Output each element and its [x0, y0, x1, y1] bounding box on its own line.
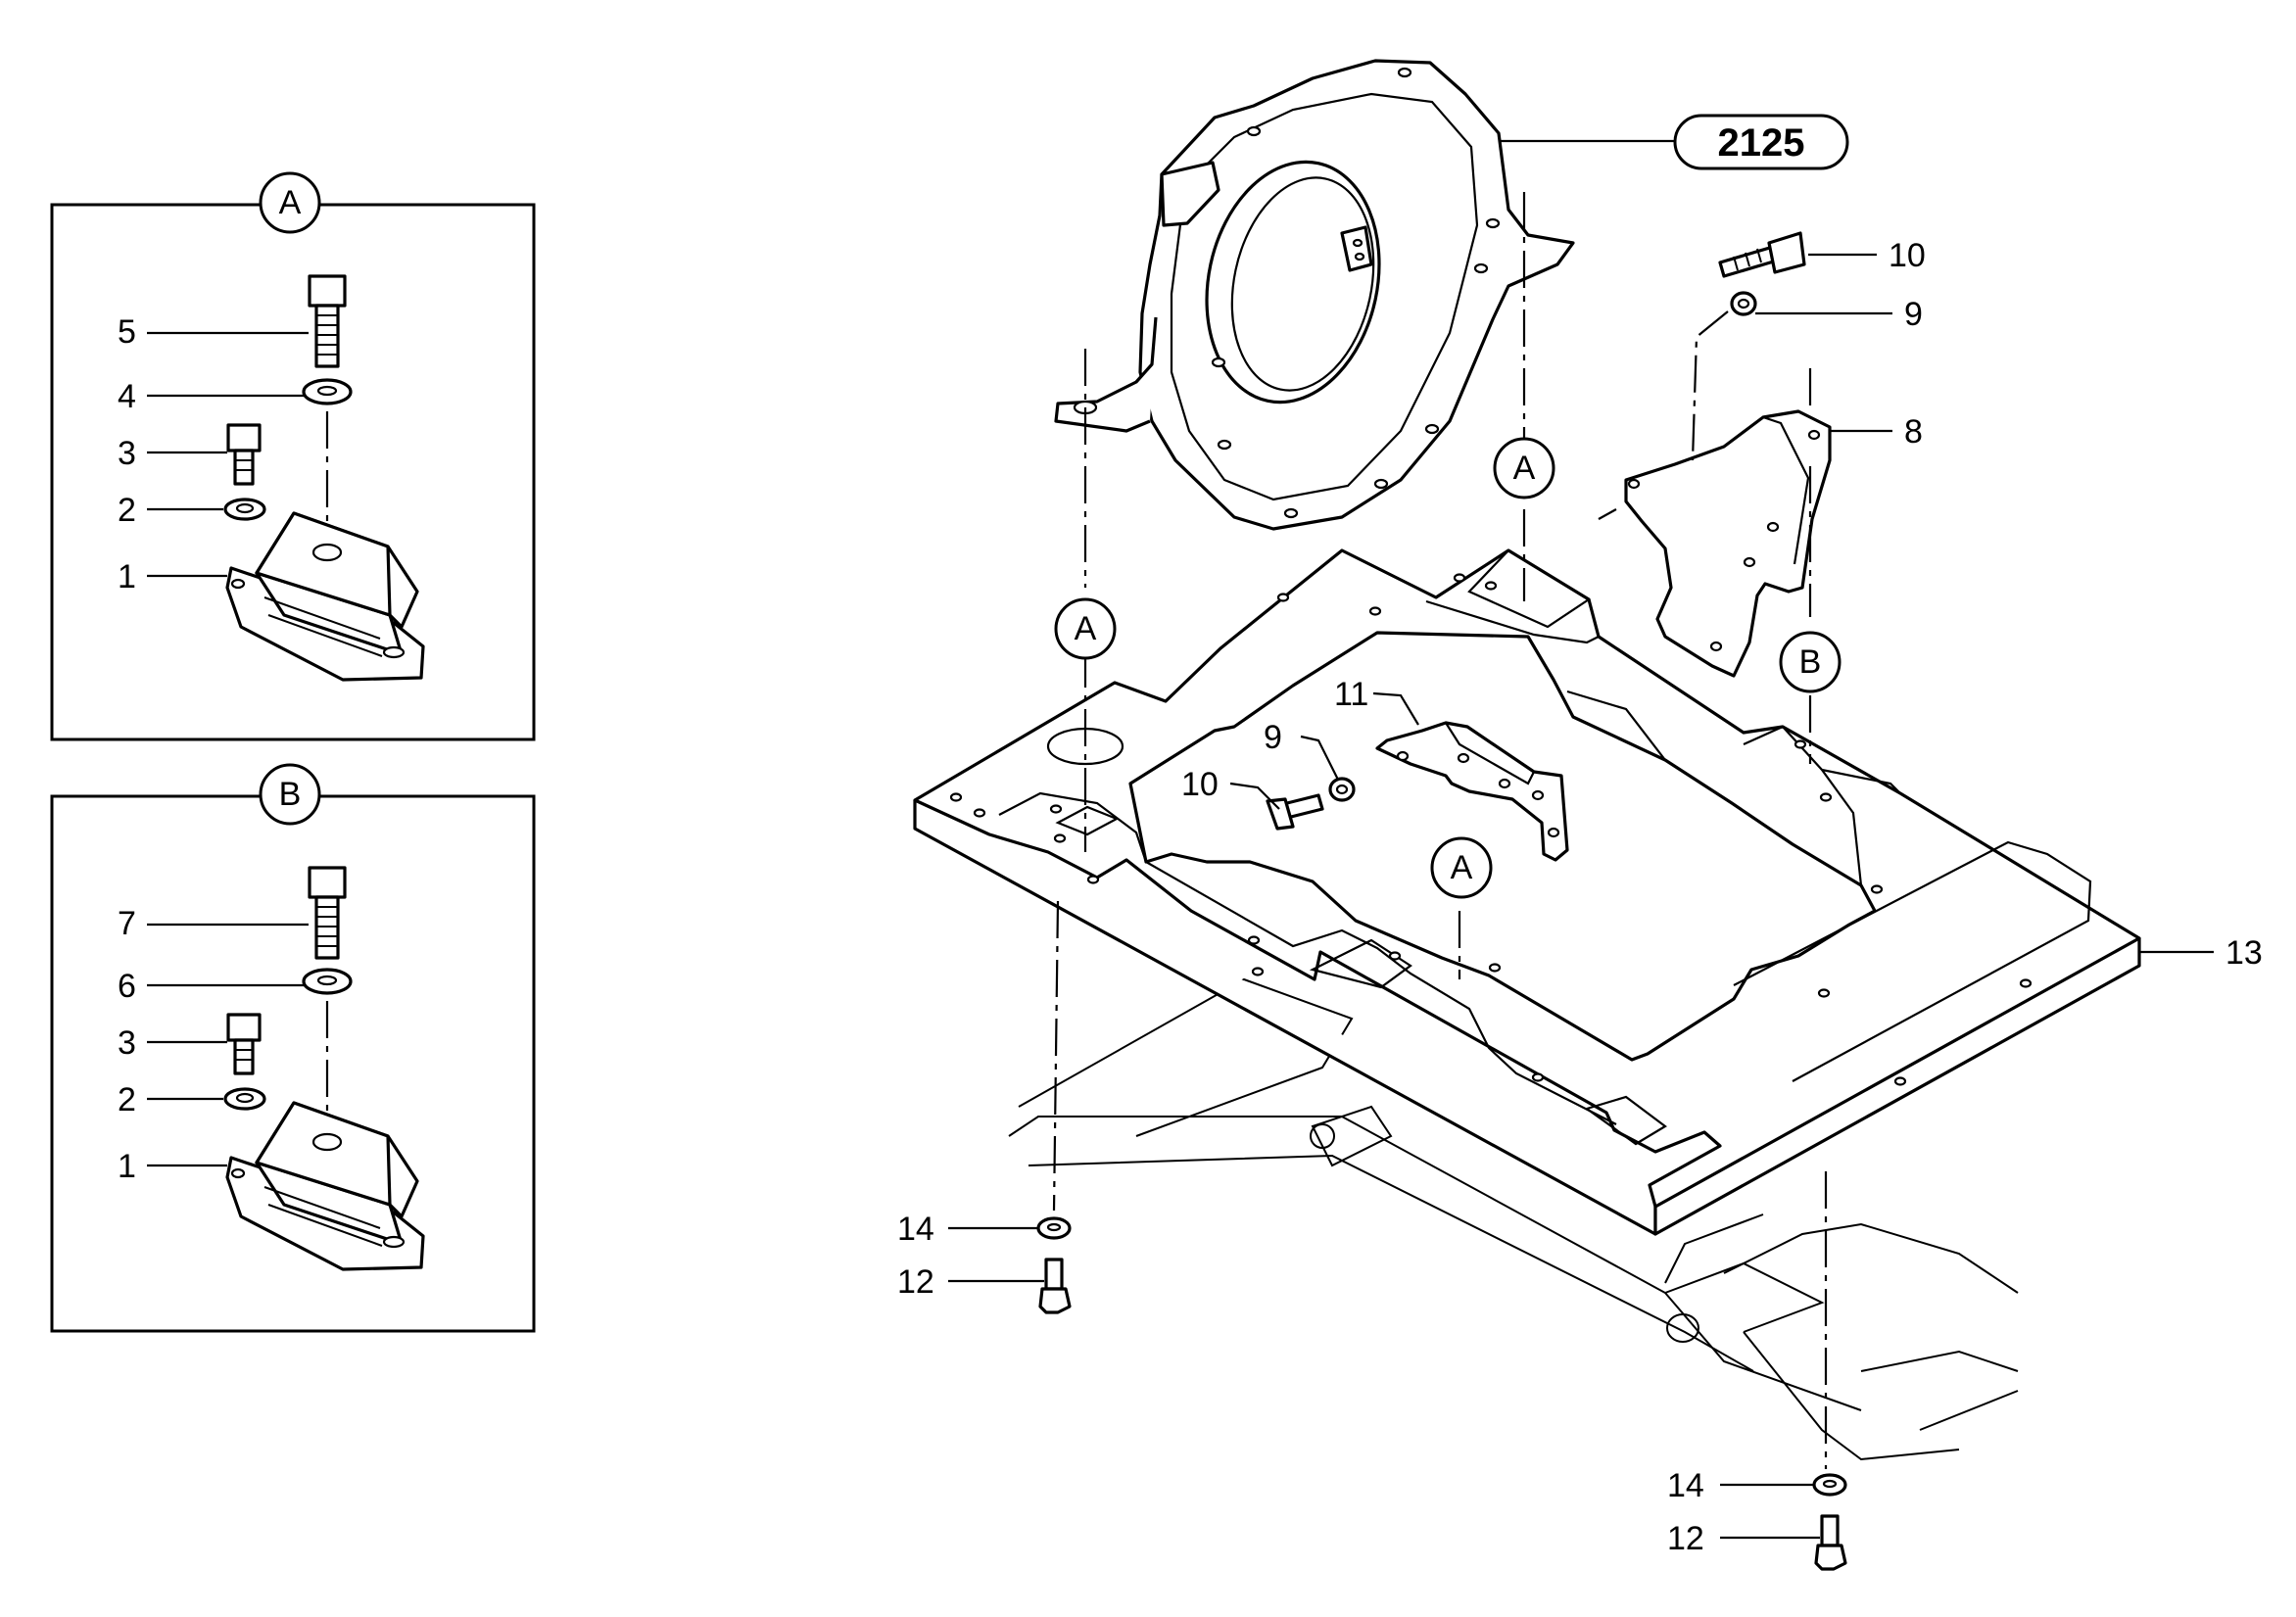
callout-8: 8	[1904, 413, 1923, 451]
detail-frame-a	[50, 203, 536, 741]
detail-a-callout-2: 2	[118, 492, 136, 529]
section-marker-a-right: A	[1493, 437, 1555, 499]
detail-marker-a-letter: A	[279, 184, 302, 221]
callout-9-top: 9	[1904, 296, 1923, 333]
svg-text:A: A	[1075, 610, 1097, 647]
bolt-icon	[308, 866, 347, 960]
detail-b-callout-3: 3	[118, 1024, 136, 1062]
callout-9-mid: 9	[1264, 719, 1282, 756]
detail-marker-a-circle	[259, 171, 321, 234]
reference-badge: 2125	[1501, 114, 1849, 170]
washer-icon	[223, 498, 266, 521]
undercarriage-frame	[1008, 977, 2019, 1461]
leader-9-mid	[1300, 735, 1339, 781]
leader-10-mid	[1229, 782, 1280, 810]
main-assembly-view: A A B A 2125 10 9 8 11 9	[897, 59, 2263, 1571]
detail-a-callout-3: 3	[118, 435, 136, 472]
washer-icon	[1036, 1216, 1072, 1240]
engine-bracket	[1624, 409, 1832, 678]
support-bracket	[1375, 721, 1569, 862]
bolt-icon	[1718, 231, 1806, 278]
washer-icon	[302, 968, 353, 995]
detail-a-callout-4: 4	[118, 378, 136, 415]
detail-b-callout-7: 7	[118, 905, 136, 942]
callout-10-mid: 10	[1181, 766, 1219, 803]
washer-icon	[1730, 291, 1757, 316]
callout-14-right: 14	[1667, 1467, 1704, 1504]
svg-text:A: A	[1513, 450, 1536, 487]
detail-marker-b-letter: B	[279, 776, 302, 813]
section-marker-a-center: A	[1430, 836, 1493, 899]
washer-icon	[1328, 777, 1356, 802]
callout-14-left: 14	[897, 1211, 934, 1248]
leader-11	[1372, 691, 1419, 726]
detail-a-callout-1: 1	[118, 558, 136, 595]
assembly-centerlines	[1052, 192, 1828, 1469]
callout-11: 11	[1334, 676, 1368, 713]
flywheel-housing	[1054, 59, 1575, 531]
section-marker-b: B	[1779, 631, 1842, 693]
callout-13: 13	[2225, 934, 2263, 972]
rubber-mount-icon	[225, 1101, 425, 1271]
detail-marker-b-circle	[259, 763, 321, 826]
callout-12-right: 12	[1667, 1520, 1704, 1557]
detail-b-callout-1: 1	[118, 1148, 136, 1185]
detail-view-a: A 5 4 3 2 1	[50, 171, 536, 741]
rubber-mount-icon	[225, 511, 425, 682]
svg-text:2125: 2125	[1718, 121, 1805, 165]
svg-text:A: A	[1451, 849, 1473, 886]
detail-a-callout-5: 5	[118, 313, 136, 351]
detail-frame-b	[50, 794, 536, 1333]
svg-text:B: B	[1799, 643, 1822, 681]
bolt-icon	[226, 423, 262, 486]
washer-icon	[223, 1087, 266, 1111]
callout-10-top: 10	[1889, 237, 1926, 274]
callout-12-left: 12	[897, 1263, 934, 1301]
section-marker-a-left: A	[1054, 597, 1117, 660]
bolt-icon	[308, 274, 347, 368]
bolt-icon	[1038, 1258, 1072, 1314]
washer-icon	[1812, 1473, 1847, 1497]
detail-view-b: B 7 6 3 2 1	[50, 763, 536, 1333]
washer-icon	[302, 378, 353, 405]
detail-b-callout-6: 6	[118, 968, 136, 1005]
bolt-icon	[226, 1013, 262, 1075]
detail-b-callout-2: 2	[118, 1081, 136, 1118]
bolt-icon	[1266, 793, 1324, 831]
bolt-icon	[1814, 1514, 1847, 1571]
